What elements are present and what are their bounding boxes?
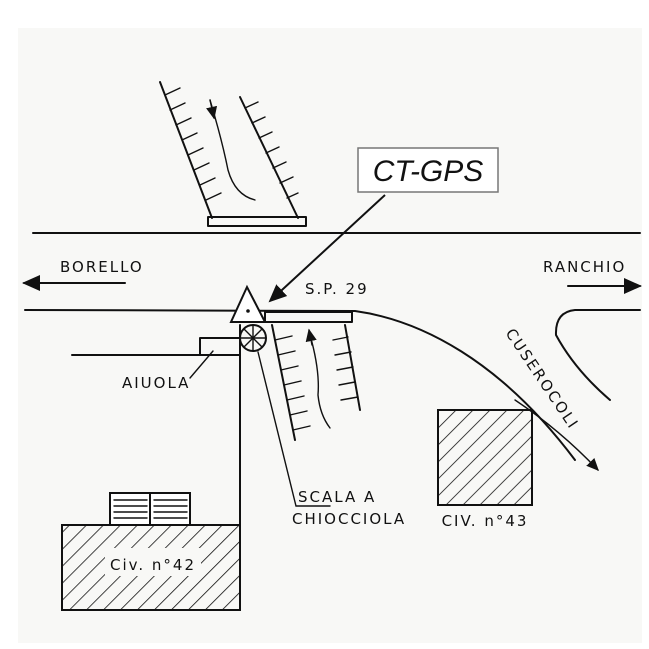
- label-ranchio: RANCHIO: [543, 258, 626, 276]
- spiral-stair-wheel-icon: [239, 324, 267, 352]
- ramp-platform: [264, 311, 353, 323]
- callout-ct-gps: CT-GPS: [268, 147, 499, 303]
- building-civ-43: CIV. n°43: [437, 409, 533, 530]
- callout-label: CT-GPS: [373, 155, 484, 188]
- label-road: S.P. 29: [305, 280, 369, 298]
- road-edge-south: [24, 309, 576, 461]
- flowerbed-leader: [189, 350, 214, 379]
- label-civ-42: Civ. n°42: [110, 556, 196, 574]
- road-edge-ranchio-corner: [554, 309, 641, 401]
- arrow-cuserocoli: [514, 399, 599, 472]
- gps-point-triangle-icon: [229, 284, 267, 323]
- label-flowerbed: AIUOLA: [122, 374, 190, 392]
- label-borello: BORELLO: [60, 258, 144, 276]
- stair-leader: [257, 351, 331, 507]
- label-stair-line2: CHIOCCIOLA: [292, 510, 406, 528]
- stairs-north: [159, 81, 307, 227]
- label-stair-line1: SCALA A: [298, 488, 376, 506]
- label-civ-43: CIV. n°43: [442, 512, 529, 530]
- building-civ-42: Civ. n°42: [61, 492, 241, 611]
- stairs-south: [271, 324, 361, 441]
